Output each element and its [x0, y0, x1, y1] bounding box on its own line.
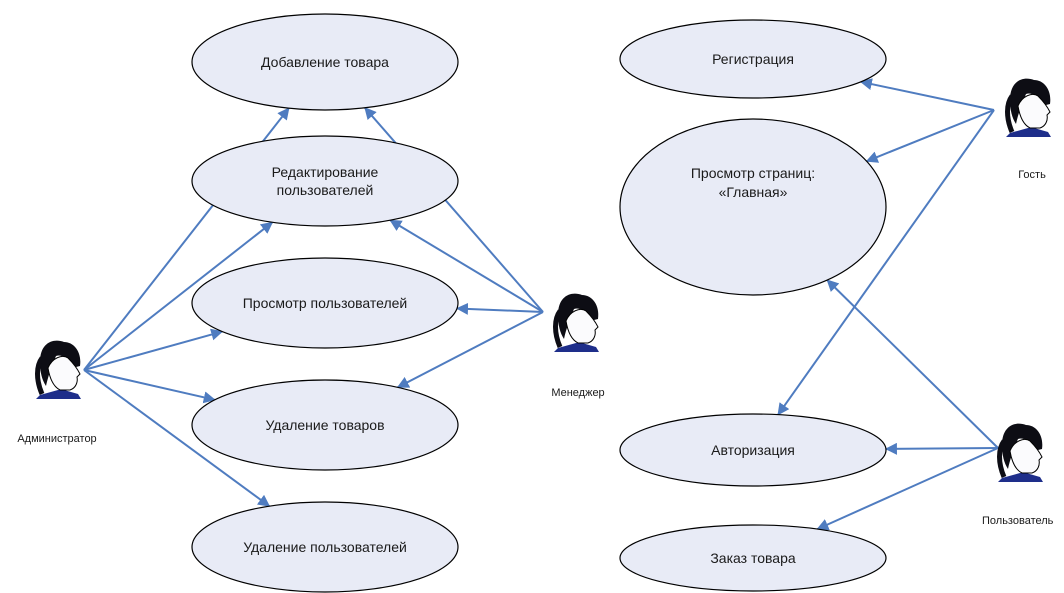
- use-case-delete-users[interactable]: Удаление пользователей: [191, 501, 459, 593]
- actor-label: Пользователь: [982, 515, 1054, 527]
- use-case-ellipse: [619, 413, 887, 487]
- use-case-ellipse: [191, 13, 459, 111]
- use-case-label: Редактирование: [272, 164, 379, 180]
- actor-hair: [1002, 423, 1043, 469]
- actor-guest[interactable]: Гость: [1005, 78, 1051, 181]
- actor-label: Менеджер: [551, 387, 604, 399]
- use-case-ellipse: [191, 257, 459, 349]
- use-case-ellipse: [619, 19, 887, 99]
- use-case-view-pages-main[interactable]: Просмотр страниц: «Главная»: [619, 118, 887, 296]
- association-arrow: [865, 109, 995, 163]
- actor-face: [1009, 438, 1043, 474]
- use-case-ellipse: [191, 379, 459, 471]
- actor-collar: [998, 473, 1043, 482]
- use-case-view-users[interactable]: Просмотр пользователей: [191, 257, 459, 349]
- association-arrow: [83, 221, 274, 371]
- association-arrow: [777, 109, 995, 416]
- use-case-label: Заказ товара: [710, 550, 796, 566]
- association-arrow: [396, 311, 544, 389]
- person-head-icon: [553, 293, 599, 352]
- use-case-label: Авторизация: [711, 442, 795, 458]
- use-case-authorization[interactable]: Авторизация: [619, 413, 887, 487]
- actor-face: [47, 355, 81, 391]
- actor-collar: [36, 390, 81, 399]
- use-case-label: Добавление товара: [261, 54, 389, 70]
- use-case-ellipse: [191, 135, 459, 227]
- association-arrow: [816, 447, 999, 531]
- actor-label: Администратор: [17, 433, 96, 445]
- actor-face: [1017, 93, 1051, 129]
- actor-face: [565, 308, 599, 344]
- actor-hair: [1010, 78, 1051, 124]
- actor-user[interactable]: Пользователь: [982, 423, 1054, 527]
- actor-collar: [554, 343, 599, 352]
- actor-hair-back: [1005, 94, 1015, 133]
- use-case-label: Удаление пользователей: [243, 539, 407, 555]
- use-case-label: Просмотр пользователей: [243, 295, 408, 311]
- person-head-icon: [1005, 78, 1051, 137]
- association-arrow: [83, 328, 224, 371]
- actor-manager[interactable]: Менеджер: [551, 293, 605, 399]
- association-arrow: [389, 219, 544, 313]
- association-arrow: [859, 78, 995, 111]
- actor-hair-back: [553, 309, 563, 348]
- association-arrow: [456, 302, 544, 315]
- use-case-label: «Главная»: [719, 184, 788, 200]
- actor-hair-back: [35, 356, 45, 395]
- associations: [83, 78, 999, 531]
- use-case-ellipse: [619, 524, 887, 592]
- use-case-order-product[interactable]: Заказ товара: [619, 524, 887, 592]
- actor-label: Гость: [1018, 169, 1046, 181]
- person-head-icon: [35, 340, 81, 399]
- association-arrow: [364, 107, 544, 313]
- actor-collar: [1006, 128, 1051, 137]
- association-arrow: [83, 369, 271, 507]
- use-case-ellipse: [619, 118, 887, 296]
- use-case-registration[interactable]: Регистрация: [619, 19, 887, 99]
- use-case-delete-products[interactable]: Удаление товаров: [191, 379, 459, 471]
- association-arrow: [884, 442, 999, 455]
- actor-hair: [558, 293, 599, 339]
- actor-hair: [40, 340, 81, 386]
- use-case-label: Регистрация: [712, 51, 794, 67]
- actor-administrator[interactable]: Администратор: [17, 340, 97, 445]
- use-case-label: Удаление товаров: [265, 417, 384, 433]
- use-case-label: Просмотр страниц:: [691, 165, 815, 181]
- use-case-edit-users[interactable]: Редактирование пользователей: [191, 135, 459, 227]
- person-head-icon: [997, 423, 1043, 482]
- association-arrow: [826, 279, 999, 449]
- association-arrow: [83, 369, 216, 404]
- use-case-add-product[interactable]: Добавление товара: [191, 13, 459, 111]
- use-case-ellipse: [191, 501, 459, 593]
- actor-hair-back: [997, 439, 1007, 478]
- use-case-label: пользователей: [277, 182, 374, 198]
